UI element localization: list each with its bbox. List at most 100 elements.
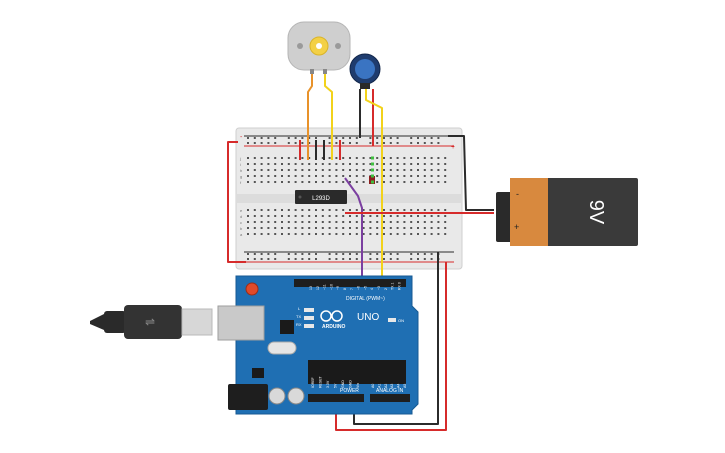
rail-hole <box>376 258 379 260</box>
breadboard-hole <box>349 221 351 223</box>
breadboard-hole <box>396 163 399 165</box>
breadboard-hole <box>389 215 392 217</box>
chip-body <box>295 190 347 204</box>
breadboard-hole <box>437 233 440 235</box>
pin-label: 12 <box>316 286 320 290</box>
breadboard-hole <box>253 221 256 223</box>
breadboard-hole <box>274 221 277 223</box>
breadboard-hole <box>287 215 290 217</box>
rail-hole <box>349 253 351 255</box>
breadboard-hole <box>444 227 447 229</box>
rail-hole <box>294 253 297 255</box>
usb-controller-chip <box>280 320 294 334</box>
led-l <box>304 308 314 312</box>
arduino-uno[interactable]: L TX RX ON DIGITAL (PWM~) POWER ANALOG I… <box>217 275 419 415</box>
rail-hole <box>315 137 317 139</box>
rail-hole <box>369 253 372 255</box>
breadboard-hole <box>301 157 304 159</box>
breadboard-hole <box>430 175 433 177</box>
breadboard-hole <box>335 175 338 177</box>
breadboard-hole <box>417 157 419 159</box>
breadboard-hole <box>444 169 447 171</box>
breadboard-hole <box>444 157 447 159</box>
breadboard-hole <box>396 233 399 235</box>
breadboard-hole <box>383 163 385 165</box>
analog-header <box>370 394 410 402</box>
breadboard-hole <box>294 215 297 217</box>
breadboard-hole <box>362 215 365 217</box>
rail-hole <box>328 258 331 260</box>
breadboard-hole <box>389 169 392 171</box>
rail-hole <box>355 137 358 139</box>
rail-hole <box>247 258 249 260</box>
rail-hole <box>335 258 338 260</box>
rail-sign-left-top: - <box>240 134 243 141</box>
atmega-chip <box>308 360 406 384</box>
rail-hole <box>383 258 385 260</box>
breadboard-hole <box>437 157 440 159</box>
breadboard-hole <box>247 175 249 177</box>
breadboard-hole <box>423 227 426 229</box>
pin-label: ~9 <box>336 286 340 290</box>
breadboard-hole <box>349 175 351 177</box>
rail-hole <box>369 258 372 260</box>
pot-knob <box>355 59 375 79</box>
usb-cable[interactable]: ⇌ <box>90 305 213 339</box>
rail-hole <box>355 142 358 144</box>
rail-hole <box>315 258 317 260</box>
battery-snap <box>496 192 512 242</box>
reset-button[interactable] <box>245 282 259 296</box>
rail-hole <box>396 137 399 139</box>
breadboard-hole <box>410 209 413 211</box>
rail-hole <box>308 253 311 255</box>
breadboard-hole <box>410 221 413 223</box>
breadboard-hole <box>315 181 317 183</box>
pin-label: 13 <box>309 286 313 290</box>
breadboard-hole <box>355 221 358 223</box>
rail-hole <box>376 142 379 144</box>
rail-hole <box>335 253 338 255</box>
breadboard-hole <box>335 169 338 171</box>
rail-hole <box>253 142 256 144</box>
pin-label: A0 <box>371 384 375 388</box>
breadboard-hole <box>376 175 379 177</box>
breadboard-hole <box>355 169 358 171</box>
breadboard-hole <box>335 221 338 223</box>
breadboard-hole <box>247 221 249 223</box>
breadboard-hole <box>403 227 406 229</box>
rail-hole <box>383 142 385 144</box>
pin-label: 2 <box>384 288 388 290</box>
capacitor-right <box>287 387 305 405</box>
battery-9v[interactable]: - + 9V <box>496 178 638 246</box>
battery-voltage-label: 9V <box>585 200 607 225</box>
potentiometer[interactable] <box>349 53 381 89</box>
breadboard-hole <box>423 175 426 177</box>
dc-motor[interactable] <box>287 21 351 74</box>
breadboard-hole <box>267 215 270 217</box>
crystal <box>267 341 297 355</box>
breadboard-hole <box>328 169 331 171</box>
rail-hole <box>376 137 379 139</box>
breadboard-hole <box>253 181 256 183</box>
breadboard-hole <box>321 221 324 223</box>
usb-symbol-icon: ⇌ <box>145 315 155 329</box>
rail-hole <box>328 137 331 139</box>
l293d-chip[interactable]: L293D <box>295 190 347 204</box>
usb-plug-body <box>124 305 182 339</box>
rail-hole <box>287 258 290 260</box>
breadboard-hole <box>342 233 345 235</box>
breadboard-hole <box>328 157 331 159</box>
breadboard-hole <box>274 157 277 159</box>
breadboard-hole <box>423 157 426 159</box>
breadboard-hole <box>437 175 440 177</box>
breadboard-hole <box>308 157 311 159</box>
breadboard-hole <box>321 227 324 229</box>
breadboard-hole <box>287 221 290 223</box>
breadboard-hole <box>403 221 406 223</box>
breadboard-hole <box>437 163 440 165</box>
rail-hole <box>410 142 413 144</box>
rail-hole <box>267 258 270 260</box>
